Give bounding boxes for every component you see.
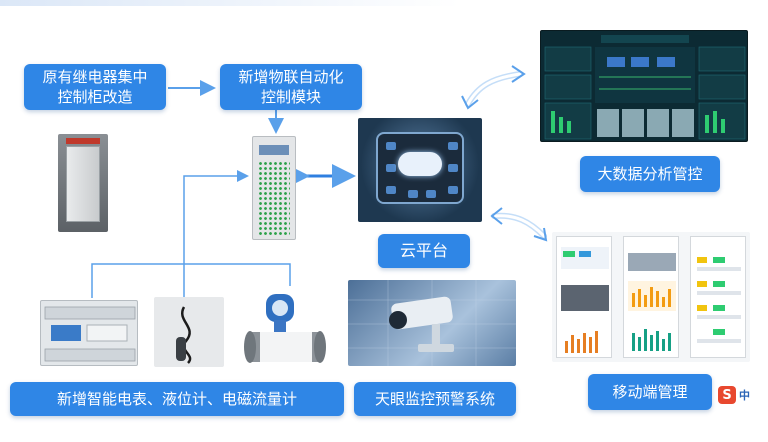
- old-cabinet-photo: [58, 134, 108, 232]
- curved-arrow-to-dashboard: [465, 71, 523, 107]
- label-camera-system: 天眼监控预警系统: [354, 382, 516, 416]
- brand-s-icon: S: [718, 386, 736, 404]
- label-iot-module: 新增物联自动化 控制模块: [220, 64, 362, 110]
- smart-meter-photo: [40, 300, 138, 366]
- label-relay-retrofit-line2: 控制柜改造: [57, 88, 133, 106]
- brand-text: 中: [739, 389, 750, 402]
- phone-screen-3: [690, 236, 746, 358]
- flow-meter-photo: [240, 292, 332, 368]
- label-big-data: 大数据分析管控: [580, 156, 720, 192]
- label-meters: 新增智能电表、液位计、电磁流量计: [10, 382, 344, 416]
- phone-screen-1: [556, 236, 612, 358]
- label-iot-module-line1: 新增物联自动化: [238, 68, 344, 86]
- label-mobile: 移动端管理: [588, 374, 712, 410]
- cloud-icon: [398, 152, 442, 176]
- cloud-platform-image: [358, 118, 482, 222]
- line-meters-bus: [91, 263, 291, 298]
- big-data-dashboard: [540, 30, 748, 142]
- label-relay-retrofit-line1: 原有继电器集中: [42, 68, 148, 86]
- new-cabinet-photo: [252, 136, 296, 240]
- phone-screen-2: [623, 236, 679, 358]
- label-relay-retrofit: 原有继电器集中 控制柜改造: [24, 64, 166, 110]
- control-cabinet-icon: [66, 146, 100, 222]
- indicator-lights: [258, 161, 290, 235]
- brand-logo: S 中: [718, 386, 762, 404]
- level-gauge-photo: [154, 297, 224, 367]
- top-rule: [0, 0, 768, 6]
- mobile-screens: [552, 232, 750, 362]
- camera-icon: [389, 296, 454, 352]
- label-iot-module-line2: 控制模块: [260, 88, 321, 106]
- surveillance-photo: [348, 280, 516, 366]
- label-cloud-platform: 云平台: [378, 234, 470, 268]
- line-level-to-cabinet: [183, 170, 249, 298]
